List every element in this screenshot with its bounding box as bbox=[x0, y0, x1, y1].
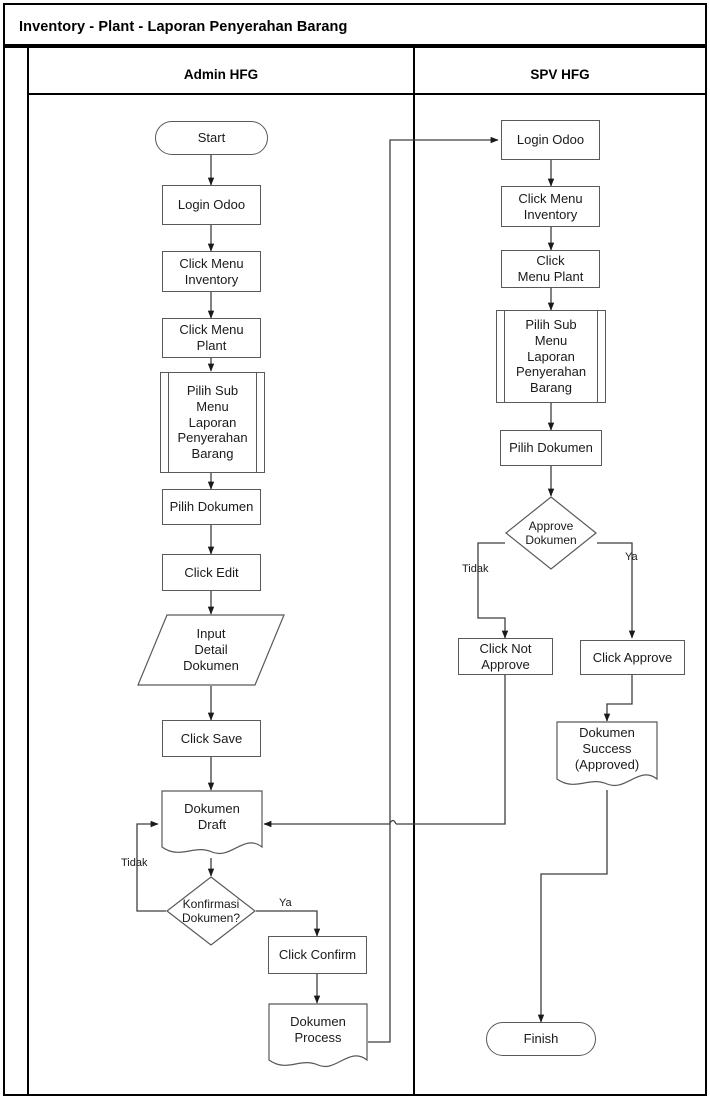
edge-approve-ya bbox=[597, 542, 636, 639]
node-input-detail-dokumen[interactable]: Input Detail Dokumen bbox=[137, 614, 285, 686]
edge-label-approve-ya: Ya bbox=[625, 551, 638, 563]
node-pilih-sub-menu-spv-label: Pilih Sub Menu Laporan Penyerahan Barang bbox=[515, 316, 587, 396]
node-click-menu-plant-admin[interactable]: Click Menu Plant bbox=[162, 318, 261, 358]
edge-label-konfirmasi-ya: Ya bbox=[279, 897, 292, 909]
predef-right-bar bbox=[256, 373, 257, 472]
predef-right-bar-spv bbox=[597, 311, 598, 402]
node-pilih-sub-menu-spv[interactable]: Pilih Sub Menu Laporan Penyerahan Barang bbox=[496, 310, 606, 403]
node-click-not-approve[interactable]: Click Not Approve bbox=[458, 638, 553, 675]
node-konfirmasi-dokumen-label: Konfirmasi Dokumen? bbox=[181, 896, 241, 925]
lane-divider-line bbox=[413, 46, 415, 1096]
node-konfirmasi-dokumen-decision[interactable]: Konfirmasi Dokumen? bbox=[166, 876, 256, 946]
node-click-menu-inventory-admin[interactable]: Click Menu Inventory bbox=[162, 251, 261, 292]
lane-left-gutter-line bbox=[27, 46, 29, 1096]
node-click-edit[interactable]: Click Edit bbox=[162, 554, 261, 591]
node-click-menu-inventory-spv[interactable]: Click Menu Inventory bbox=[501, 186, 600, 227]
lane-header-spv: SPV HFG bbox=[530, 67, 590, 82]
predef-left-bar bbox=[168, 373, 169, 472]
node-login-odoo-admin[interactable]: Login Odoo bbox=[162, 185, 261, 225]
node-dokumen-draft-label: Dokumen Draft bbox=[184, 801, 240, 832]
edge-success-to-finish bbox=[537, 790, 608, 1023]
node-pilih-sub-menu-admin-label: Pilih Sub Menu Laporan Penyerahan Barang bbox=[177, 382, 248, 462]
edge-line-hop bbox=[388, 819, 397, 825]
edge-konfirmasi-tidak-loop bbox=[136, 820, 166, 912]
swimlane-container bbox=[3, 46, 707, 1096]
node-login-odoo-spv[interactable]: Login Odoo bbox=[501, 120, 600, 160]
edge-label-konfirmasi-tidak: Tidak bbox=[121, 857, 148, 869]
node-dokumen-draft[interactable]: Dokumen Draft bbox=[161, 790, 263, 858]
node-finish[interactable]: Finish bbox=[486, 1022, 596, 1056]
node-click-save[interactable]: Click Save bbox=[162, 720, 261, 757]
node-approve-dokumen-decision[interactable]: Approve Dokumen bbox=[505, 496, 597, 570]
node-pilih-dokumen-admin[interactable]: Pilih Dokumen bbox=[162, 489, 261, 525]
edge-notapprove-return-seg1 bbox=[396, 675, 506, 825]
node-click-menu-plant-spv[interactable]: Click Menu Plant bbox=[501, 250, 600, 288]
node-pilih-sub-menu-admin[interactable]: Pilih Sub Menu Laporan Penyerahan Barang bbox=[160, 372, 265, 473]
node-start[interactable]: Start bbox=[155, 121, 268, 155]
node-dokumen-process-label: Dokumen Process bbox=[290, 1014, 346, 1045]
node-pilih-dokumen-spv[interactable]: Pilih Dokumen bbox=[500, 430, 602, 466]
edge-label-approve-tidak: Tidak bbox=[462, 563, 489, 575]
node-input-detail-dokumen-label: Input Detail Dokumen bbox=[183, 626, 239, 673]
node-click-confirm[interactable]: Click Confirm bbox=[268, 936, 367, 974]
lane-header-separator bbox=[27, 93, 707, 95]
node-dokumen-success-label: Dokumen Success (Approved) bbox=[574, 725, 640, 772]
edge-approve-tidak bbox=[477, 542, 509, 639]
diagram-title-bar: Inventory - Plant - Laporan Penyerahan B… bbox=[3, 3, 707, 46]
lane-header-admin: Admin HFG bbox=[183, 67, 259, 82]
node-dokumen-success[interactable]: Dokumen Success (Approved) bbox=[556, 721, 658, 790]
node-click-approve[interactable]: Click Approve bbox=[580, 640, 685, 675]
node-approve-dokumen-label: Approve Dokumen bbox=[525, 518, 577, 547]
node-dokumen-process[interactable]: Dokumen Process bbox=[268, 1003, 368, 1071]
edge-process-to-spv-login bbox=[368, 136, 499, 1043]
predef-left-bar-spv bbox=[504, 311, 505, 402]
edge-konfirmasi-ya bbox=[256, 910, 321, 937]
diagram-title: Inventory - Plant - Laporan Penyerahan B… bbox=[19, 19, 348, 35]
edge-approve-to-success bbox=[603, 675, 633, 722]
